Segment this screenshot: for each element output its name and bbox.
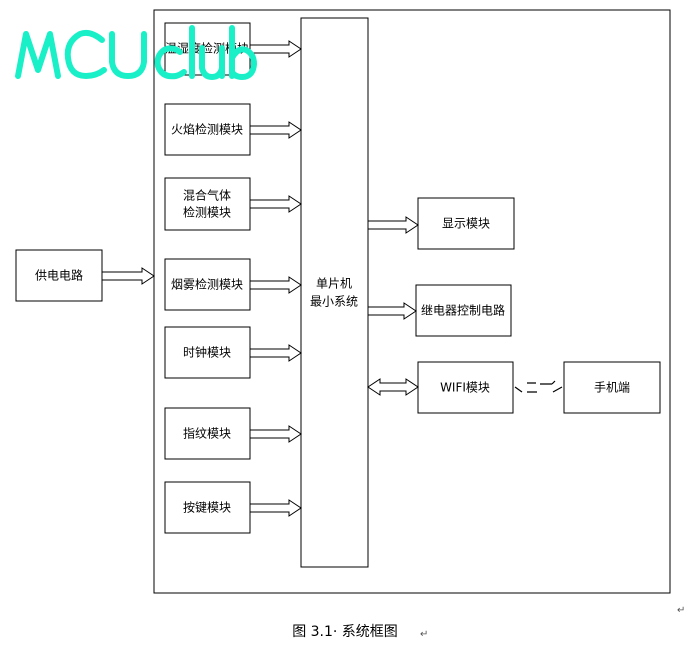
fingerprint-module-label: 指纹模块 [183,426,231,441]
phone-label: 手机端 [594,381,630,395]
input-arrow-0 [249,40,302,58]
display-module-box [417,197,515,250]
power-box [15,249,103,302]
input-arrow-3 [249,276,302,294]
wifi-bidirectional-arrow [367,378,419,396]
figure-caption: 图 3.1· 系统框图 [292,624,398,640]
clock-module-box [164,326,251,379]
watermark-logo [15,25,257,80]
key-module-label: 按键模块 [183,501,231,515]
input-arrow-2 [249,195,302,213]
mcu-label-1: 单片机 [316,277,352,291]
gas-module-box [164,177,251,231]
mcu-label-2: 最小系统 [310,295,358,309]
wifi-module-label: WIFI模块 [440,381,490,395]
gas-module-label-2: 检测模块 [183,205,231,220]
relay-arrow [367,302,417,320]
display-module-label: 显示模块 [442,217,490,231]
input-arrow-1 [249,121,302,139]
input-arrow-5 [249,425,302,443]
relay-box [415,284,512,337]
clock-module-label: 时钟模块 [183,345,231,360]
smoke-module-label: 烟雾检测模块 [171,277,243,292]
key-module-box [164,481,251,534]
display-arrow [367,216,419,234]
relay-label: 继电器控制电路 [421,303,505,318]
caption-return-mark: ↵ [420,629,428,640]
phone-box [563,361,661,414]
power-label: 供电电路 [35,268,83,283]
input-arrow-4 [249,344,302,362]
input-arrow-6 [249,499,302,517]
wifi-module-box [417,361,514,414]
mcu-box [300,17,369,568]
fingerprint-module-box [164,407,251,460]
gas-module-label-1: 混合气体 [183,188,231,203]
paragraph-return-mark: ↵ [677,605,685,616]
temp-humidity-module-label: 温湿度检测模块 [165,41,249,56]
power-arrow [101,267,155,285]
wireless-link-dashed [514,380,563,393]
flame-module-label: 火焰检测模块 [171,122,243,137]
